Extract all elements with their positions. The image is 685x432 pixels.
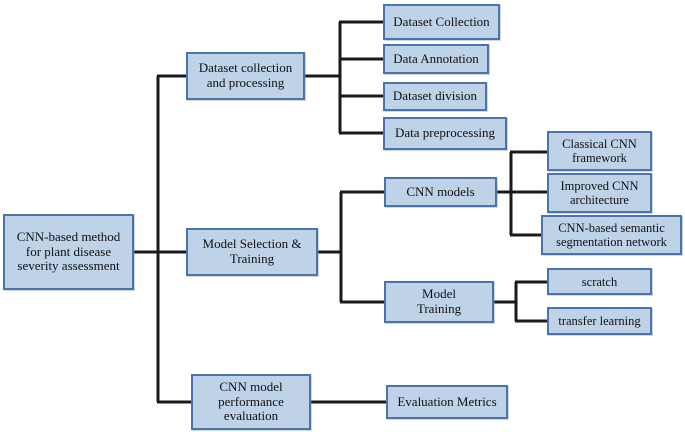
node-transfer-learning[interactable]: transfer learning — [547, 307, 652, 335]
node-dataset-division[interactable]: Dataset division — [383, 82, 487, 111]
node-transfer-learning-label: transfer learning — [558, 314, 641, 328]
node-root[interactable]: CNN-based method for plant disease sever… — [3, 214, 134, 290]
node-data-annotation-label: Data Annotation — [393, 50, 479, 66]
node-classical-cnn-framework[interactable]: Classical CNN framework — [547, 131, 652, 171]
node-scratch-label: scratch — [581, 274, 618, 289]
node-model-training-label: Model Training — [416, 286, 462, 316]
node-dataset-division-label: Dataset division — [392, 88, 478, 104]
node-dataset-collection-and-processing-label: Dataset collection and processing — [198, 60, 293, 90]
node-scratch[interactable]: scratch — [547, 268, 652, 295]
node-classical-cnn-framework-label: Classical CNN framework — [562, 137, 637, 165]
node-data-annotation[interactable]: Data Annotation — [383, 44, 489, 74]
node-model-selection-and-training-label: Model Selection & Training — [202, 236, 302, 266]
node-cnn-based-semantic-segmentation-network[interactable]: CNN-based semantic segmentation network — [541, 215, 682, 255]
node-cnn-model-performance-evaluation[interactable]: CNN model performance evaluation — [191, 374, 311, 430]
node-cnn-model-performance-evaluation-label: CNN model performance evaluation — [218, 379, 284, 424]
node-model-training[interactable]: Model Training — [384, 281, 494, 323]
node-evaluation-metrics[interactable]: Evaluation Metrics — [386, 385, 508, 419]
node-model-selection-and-training[interactable]: Model Selection & Training — [186, 228, 318, 276]
node-improved-cnn-architecture-label: Improved CNN architecture — [560, 179, 639, 207]
node-cnn-based-semantic-segmentation-network-label: CNN-based semantic segmentation network — [556, 221, 667, 249]
node-dataset-collection[interactable]: Dataset Collection — [383, 4, 500, 40]
node-cnn-models-label: CNN models — [406, 183, 475, 199]
node-dataset-collection-and-processing[interactable]: Dataset collection and processing — [186, 52, 305, 100]
node-improved-cnn-architecture[interactable]: Improved CNN architecture — [547, 173, 652, 213]
node-cnn-models[interactable]: CNN models — [384, 177, 497, 207]
node-dataset-collection-label: Dataset Collection — [393, 13, 490, 29]
node-root-label: CNN-based method for plant disease sever… — [16, 229, 121, 274]
node-data-preprocessing[interactable]: Data preprocessing — [383, 117, 507, 150]
node-data-preprocessing-label: Data preprocessing — [395, 125, 495, 141]
node-evaluation-metrics-label: Evaluation Metrics — [397, 393, 497, 409]
